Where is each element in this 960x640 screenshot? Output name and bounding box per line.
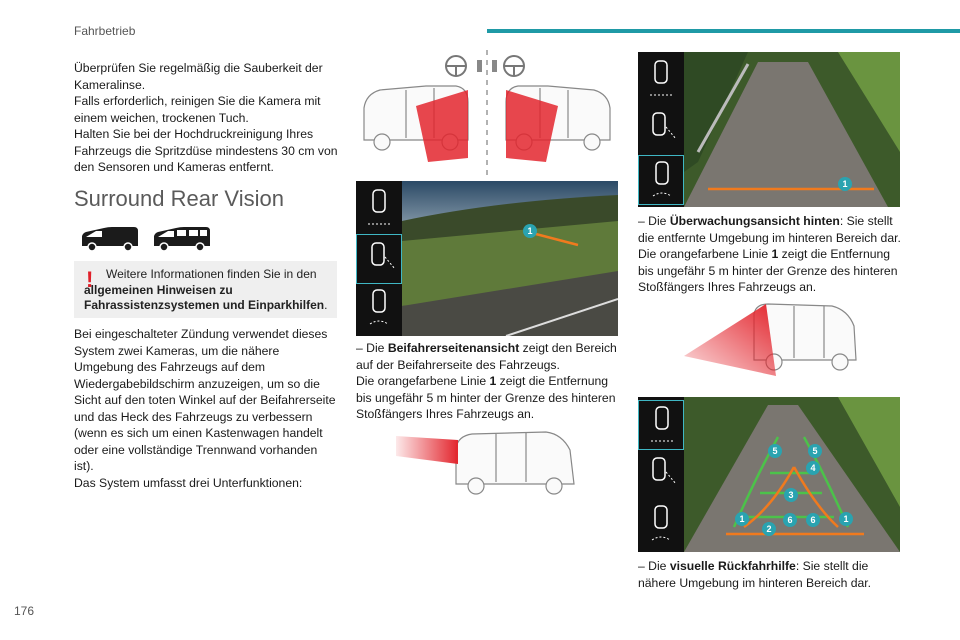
view-reverse-assist-icon[interactable] (638, 500, 684, 550)
rear-monitor-image (684, 52, 900, 207)
marker-1: 1 (735, 512, 749, 526)
camera-icon (492, 60, 497, 72)
side-zone (396, 436, 458, 464)
van-icon (82, 227, 138, 252)
view-reverse-assist-icon[interactable] (638, 155, 684, 205)
marker-6: 6 (783, 513, 797, 527)
view-selector (356, 181, 402, 336)
intro-text: Überprüfen Sie regelmäßig die Sauberkeit… (74, 60, 340, 176)
marker-1: 1 (523, 224, 537, 238)
page-number: 176 (14, 604, 35, 618)
notice-text: Weitere Informationen finden Sie in den … (84, 267, 332, 314)
steering-wheel-icon (445, 55, 467, 77)
distance-line (531, 231, 579, 247)
notice-post: . (324, 298, 328, 312)
reverse-assist-term: visuelle Rückfahrhilfe (669, 559, 796, 573)
rear-monitor-term: Überwachungsansicht hinten (669, 214, 840, 228)
side-view-text: – Die Beifahrerseitenansicht zeigt den B… (356, 341, 617, 421)
side-view-term: Beifahrerseitenansicht (387, 341, 520, 355)
view-reverse-assist-icon[interactable] (356, 284, 402, 334)
marker-4: 4 (806, 461, 820, 475)
van-icons (82, 227, 210, 252)
view-rear-monitor-icon[interactable] (638, 400, 684, 450)
van-icon (154, 227, 210, 252)
intro-line: Halten Sie bei der Hochdruckreinigung Ih… (74, 127, 338, 174)
marker-2: 2 (762, 522, 776, 536)
intro-line: Überprüfen Sie regelmäßig die Sauberkeit… (74, 61, 323, 92)
marker-6: 6 (806, 513, 820, 527)
warning-icon: ! (86, 267, 94, 292)
rear-monitor-text: – Die Überwachungsansicht hinten: Sie st… (638, 214, 901, 294)
view-side-icon[interactable] (638, 450, 684, 500)
view-rear-monitor-icon[interactable] (638, 55, 684, 105)
rear-view-diagram (684, 303, 857, 376)
view-selector (638, 52, 684, 207)
notice-pre: Weitere Informationen finden Sie in den (106, 267, 317, 281)
rear-zone (416, 90, 468, 162)
steering-wheel-icon (503, 55, 525, 77)
dash: – (356, 341, 363, 355)
side-camera-screen: 1 (356, 181, 618, 336)
section-header: Fahrbetrieb (74, 24, 136, 38)
camera-icon (477, 60, 482, 72)
body-paragraph: Bei eingeschalteter Zündung verwendet di… (74, 327, 336, 473)
notice-bold: allgemeinen Hinweisen zu Fahrassistenzsy… (84, 282, 325, 313)
camera-zones-diagram (363, 50, 611, 176)
section-title: Surround Rear Vision (74, 186, 284, 211)
marker-1: 1 (839, 512, 853, 526)
rear-zone (684, 304, 776, 376)
notice-box: ! Weitere Informationen finden Sie in de… (74, 261, 337, 318)
view-selector (638, 397, 684, 552)
intro-line: Falls erforderlich, reinigen Sie die Kam… (74, 94, 321, 125)
rear-monitor-screen: 1 (638, 52, 900, 207)
marker-5: 5 (768, 444, 782, 458)
body-paragraph: Das System umfasst drei Unterfunktionen: (74, 475, 303, 490)
reverse-assist-text: – Die visuelle Rückfahrhilfe: Sie stellt… (638, 559, 872, 590)
marker-3: 3 (784, 488, 798, 502)
reverse-assist-screen: 1 2 3 4 5 5 6 6 1 (638, 397, 900, 552)
side-camera-image (402, 181, 618, 336)
header-accent-bar (487, 29, 960, 33)
dash: – (638, 214, 645, 228)
marker-5: 5 (808, 444, 822, 458)
view-rear-monitor-icon[interactable] (356, 184, 402, 234)
side-zone (506, 90, 558, 162)
view-side-icon[interactable] (638, 105, 684, 155)
side-view-diagram (396, 431, 575, 495)
body-text: Bei eingeschalteter Zündung verwendet di… (74, 326, 340, 491)
dash: – (638, 559, 645, 573)
marker-1: 1 (838, 177, 852, 191)
view-side-icon[interactable] (356, 234, 402, 284)
